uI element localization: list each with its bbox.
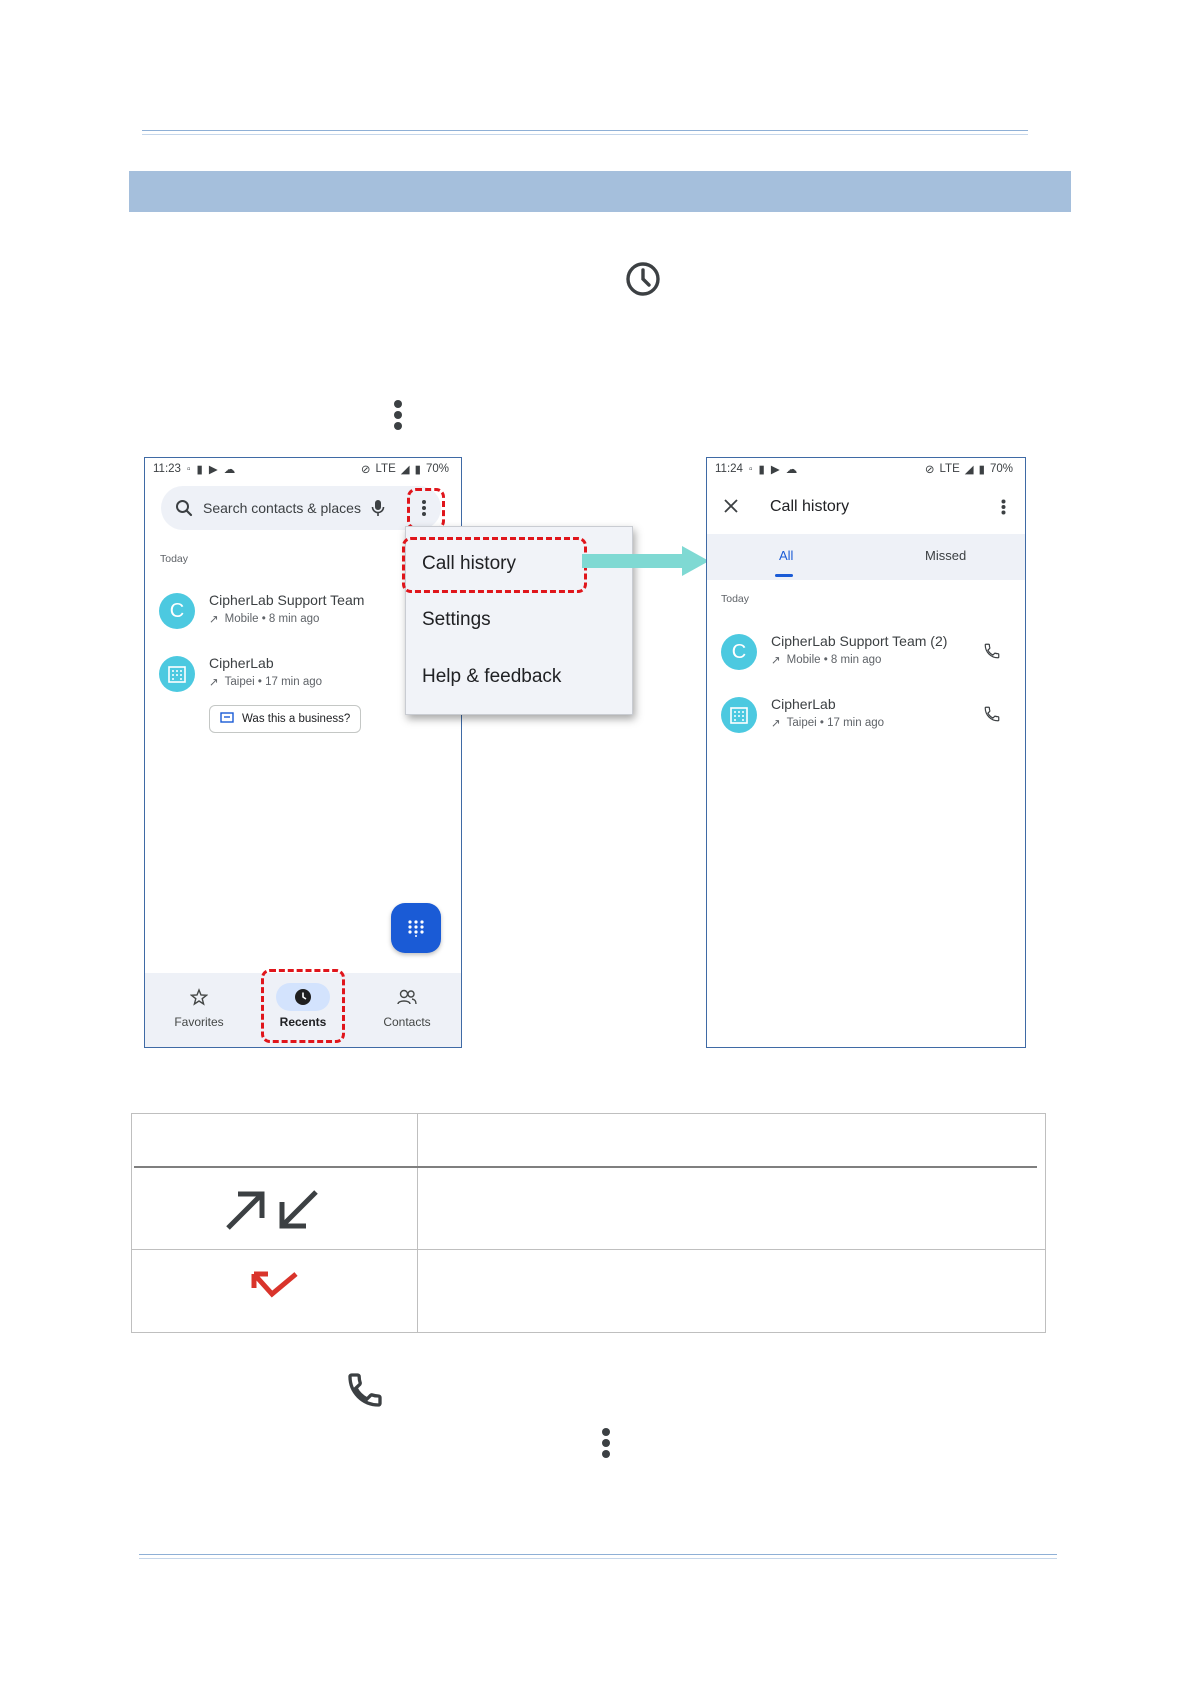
status-battery: 70% bbox=[425, 463, 449, 475]
contact-name: CipherLab bbox=[771, 696, 836, 712]
more-options-highlight bbox=[407, 488, 445, 530]
avatar: C bbox=[721, 634, 757, 670]
outgoing-call-icon: ↗ bbox=[209, 677, 219, 689]
dialpad-icon bbox=[408, 920, 424, 937]
table-header-rule bbox=[134, 1166, 1037, 1168]
list-item[interactable]: CipherLab ↗ Taipei • 17 min ago bbox=[159, 652, 439, 702]
call-detail: ↗ Mobile • 8 min ago bbox=[209, 612, 319, 626]
dialpad-button[interactable] bbox=[391, 903, 441, 953]
call-detail: ↗ Mobile • 8 min ago bbox=[771, 653, 881, 667]
call-detail-text: Taipei • 17 min ago bbox=[786, 717, 885, 729]
page-title: Call history bbox=[770, 498, 850, 515]
status-network: LTE bbox=[939, 463, 960, 475]
call-detail-text: Taipei • 17 min ago bbox=[224, 676, 323, 688]
nav-favorites[interactable]: Favorites bbox=[149, 983, 249, 1029]
tab-missed[interactable]: Missed bbox=[925, 548, 967, 563]
overflow-menu-icon bbox=[390, 398, 406, 432]
more-options-icon[interactable] bbox=[997, 496, 1009, 518]
outgoing-call-icon: ↗ bbox=[771, 718, 781, 730]
contact-name: CipherLab Support Team (2) bbox=[771, 633, 948, 649]
phone-screen-call-history: 11:24 ▫▮▶☁ ⊘ LTE ◢▮ 70% Call history All… bbox=[706, 457, 1026, 1048]
building-icon bbox=[159, 656, 195, 692]
nav-contacts[interactable]: Contacts bbox=[357, 983, 457, 1029]
phone-icon[interactable] bbox=[983, 705, 1001, 728]
status-battery: 70% bbox=[989, 463, 1013, 475]
search-bar[interactable]: Search contacts & places bbox=[161, 486, 441, 530]
missed-call-icon bbox=[248, 1268, 300, 1309]
building-icon bbox=[721, 697, 757, 733]
outgoing-call-icon: ↗ bbox=[771, 655, 781, 667]
phone-icon bbox=[345, 1370, 385, 1415]
outgoing-incoming-call-icon bbox=[222, 1186, 322, 1239]
more-options-button[interactable] bbox=[407, 489, 441, 527]
section-heading-bar bbox=[129, 171, 1071, 212]
recents-highlight bbox=[261, 969, 345, 1043]
nav-recents-label: Recents bbox=[279, 1015, 327, 1029]
business-chip-label: Was this a business? bbox=[242, 713, 351, 725]
contacts-icon bbox=[380, 983, 434, 1011]
section-label-today: Today bbox=[160, 553, 189, 565]
nav-contacts-label: Contacts bbox=[383, 1015, 431, 1029]
business-chip[interactable]: Was this a business? bbox=[209, 705, 362, 733]
list-item[interactable]: CipherLab ↗ Taipei • 17 min ago bbox=[721, 693, 1011, 743]
menu-item-help-feedback[interactable]: Help & feedback bbox=[422, 666, 562, 687]
call-history-highlight bbox=[402, 537, 587, 593]
navigation-arrow bbox=[582, 546, 709, 576]
list-item[interactable]: C CipherLab Support Team ↗ Mobile • 8 mi… bbox=[159, 589, 439, 639]
clock-icon bbox=[624, 260, 662, 298]
avatar: C bbox=[159, 593, 195, 629]
phone-screen-recents: 11:23 ▫▮▶☁ ⊘ LTE ◢▮ 70% Search contacts … bbox=[144, 457, 462, 1048]
status-bar: 11:23 ▫▮▶☁ ⊘ LTE ◢▮ 70% bbox=[153, 463, 449, 476]
contact-name: CipherLab bbox=[209, 655, 274, 671]
phone-icon[interactable] bbox=[983, 642, 1001, 665]
call-detail-text: Mobile • 8 min ago bbox=[786, 654, 882, 666]
search-icon bbox=[175, 499, 193, 517]
status-time: 11:24 bbox=[715, 463, 743, 475]
star-icon bbox=[172, 983, 226, 1011]
tab-indicator bbox=[775, 574, 793, 577]
overflow-menu-icon bbox=[599, 1426, 613, 1460]
call-detail: ↗ Taipei • 17 min ago bbox=[209, 675, 322, 689]
call-detail-text: Mobile • 8 min ago bbox=[224, 613, 320, 625]
close-icon[interactable] bbox=[721, 496, 741, 516]
tab-bar: All Missed bbox=[707, 534, 1025, 580]
tab-all[interactable]: All bbox=[779, 548, 794, 563]
status-bar: 11:24 ▫▮▶☁ ⊘ LTE ◢▮ 70% bbox=[715, 463, 1013, 476]
microphone-icon[interactable] bbox=[371, 499, 385, 517]
icon-legend-table bbox=[131, 1113, 1046, 1333]
recents-clock-icon bbox=[276, 983, 330, 1011]
menu-item-call-history[interactable]: Call history bbox=[422, 553, 516, 574]
section-label-today: Today bbox=[721, 593, 750, 605]
table-column-divider bbox=[417, 1114, 418, 1332]
feedback-icon bbox=[220, 711, 234, 727]
nav-recents[interactable]: Recents bbox=[253, 983, 353, 1029]
search-placeholder: Search contacts & places bbox=[203, 500, 361, 516]
bottom-navigation: Favorites Recents Contacts bbox=[145, 973, 461, 1047]
footer-rule bbox=[139, 1554, 1057, 1559]
menu-item-settings[interactable]: Settings bbox=[422, 609, 491, 630]
header-rule bbox=[142, 130, 1028, 135]
list-item[interactable]: C CipherLab Support Team (2) ↗ Mobile • … bbox=[721, 630, 1011, 680]
status-network: LTE bbox=[375, 463, 396, 475]
table-row-divider bbox=[132, 1249, 1045, 1250]
contact-name: CipherLab Support Team bbox=[209, 592, 365, 608]
nav-favorites-label: Favorites bbox=[174, 1015, 224, 1029]
status-time: 11:23 bbox=[153, 463, 181, 475]
outgoing-call-icon: ↗ bbox=[209, 614, 219, 626]
call-detail: ↗ Taipei • 17 min ago bbox=[771, 716, 884, 730]
